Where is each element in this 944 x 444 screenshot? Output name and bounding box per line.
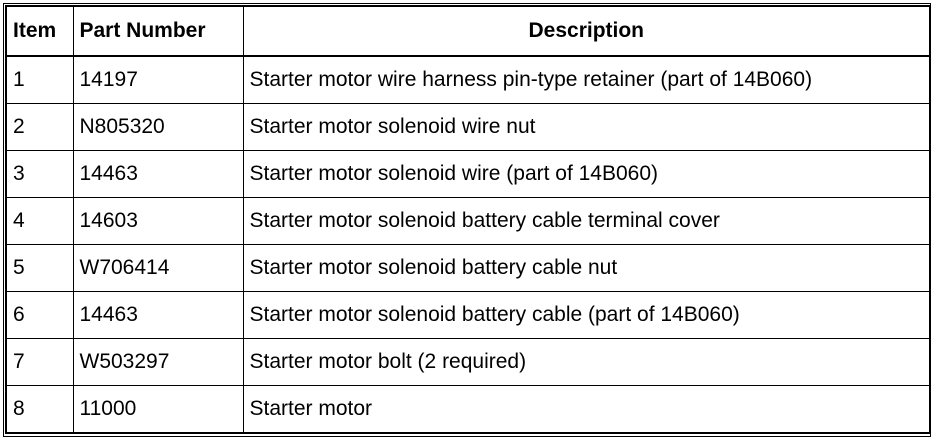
- table-header-row: Item Part Number Description: [5, 5, 931, 57]
- part-number-cell: 14197: [72, 55, 244, 104]
- table-row: 6 14463 Starter motor solenoid battery c…: [5, 291, 931, 339]
- item-cell: 6: [5, 291, 74, 339]
- description-cell: Starter motor solenoid wire (part of 14B…: [242, 150, 931, 198]
- part-number-cell: N805320: [72, 103, 244, 151]
- item-cell: 2: [5, 103, 74, 151]
- column-header-item: Item: [5, 5, 74, 57]
- item-cell: 3: [5, 150, 74, 198]
- part-number-cell: 11000: [72, 385, 244, 434]
- parts-table: Item Part Number Description 1 14197 Sta…: [5, 5, 931, 434]
- column-header-part-number: Part Number: [72, 5, 244, 57]
- description-cell: Starter motor solenoid wire nut: [242, 103, 931, 151]
- column-header-description: Description: [242, 5, 931, 57]
- part-number-cell: 14463: [72, 150, 244, 198]
- description-cell: Starter motor solenoid battery cable nut: [242, 244, 931, 292]
- item-cell: 8: [5, 385, 74, 434]
- table-row: 7 W503297 Starter motor bolt (2 required…: [5, 338, 931, 386]
- description-cell: Starter motor: [242, 385, 931, 434]
- table-row: 2 N805320 Starter motor solenoid wire nu…: [5, 103, 931, 151]
- description-cell: Starter motor wire harness pin-type reta…: [242, 55, 931, 104]
- part-number-cell: 14463: [72, 291, 244, 339]
- description-cell: Starter motor bolt (2 required): [242, 338, 931, 386]
- description-cell: Starter motor solenoid battery cable (pa…: [242, 291, 931, 339]
- part-number-cell: 14603: [72, 197, 244, 245]
- description-cell: Starter motor solenoid battery cable ter…: [242, 197, 931, 245]
- table-row: 4 14603 Starter motor solenoid battery c…: [5, 197, 931, 245]
- item-cell: 5: [5, 244, 74, 292]
- table-row: 5 W706414 Starter motor solenoid battery…: [5, 244, 931, 292]
- item-cell: 4: [5, 197, 74, 245]
- table-row: 3 14463 Starter motor solenoid wire (par…: [5, 150, 931, 198]
- table-row: 1 14197 Starter motor wire harness pin-t…: [5, 55, 931, 104]
- table-row: 8 11000 Starter motor: [5, 385, 931, 434]
- part-number-cell: W706414: [72, 244, 244, 292]
- part-number-cell: W503297: [72, 338, 244, 386]
- item-cell: 1: [5, 55, 74, 104]
- item-cell: 7: [5, 338, 74, 386]
